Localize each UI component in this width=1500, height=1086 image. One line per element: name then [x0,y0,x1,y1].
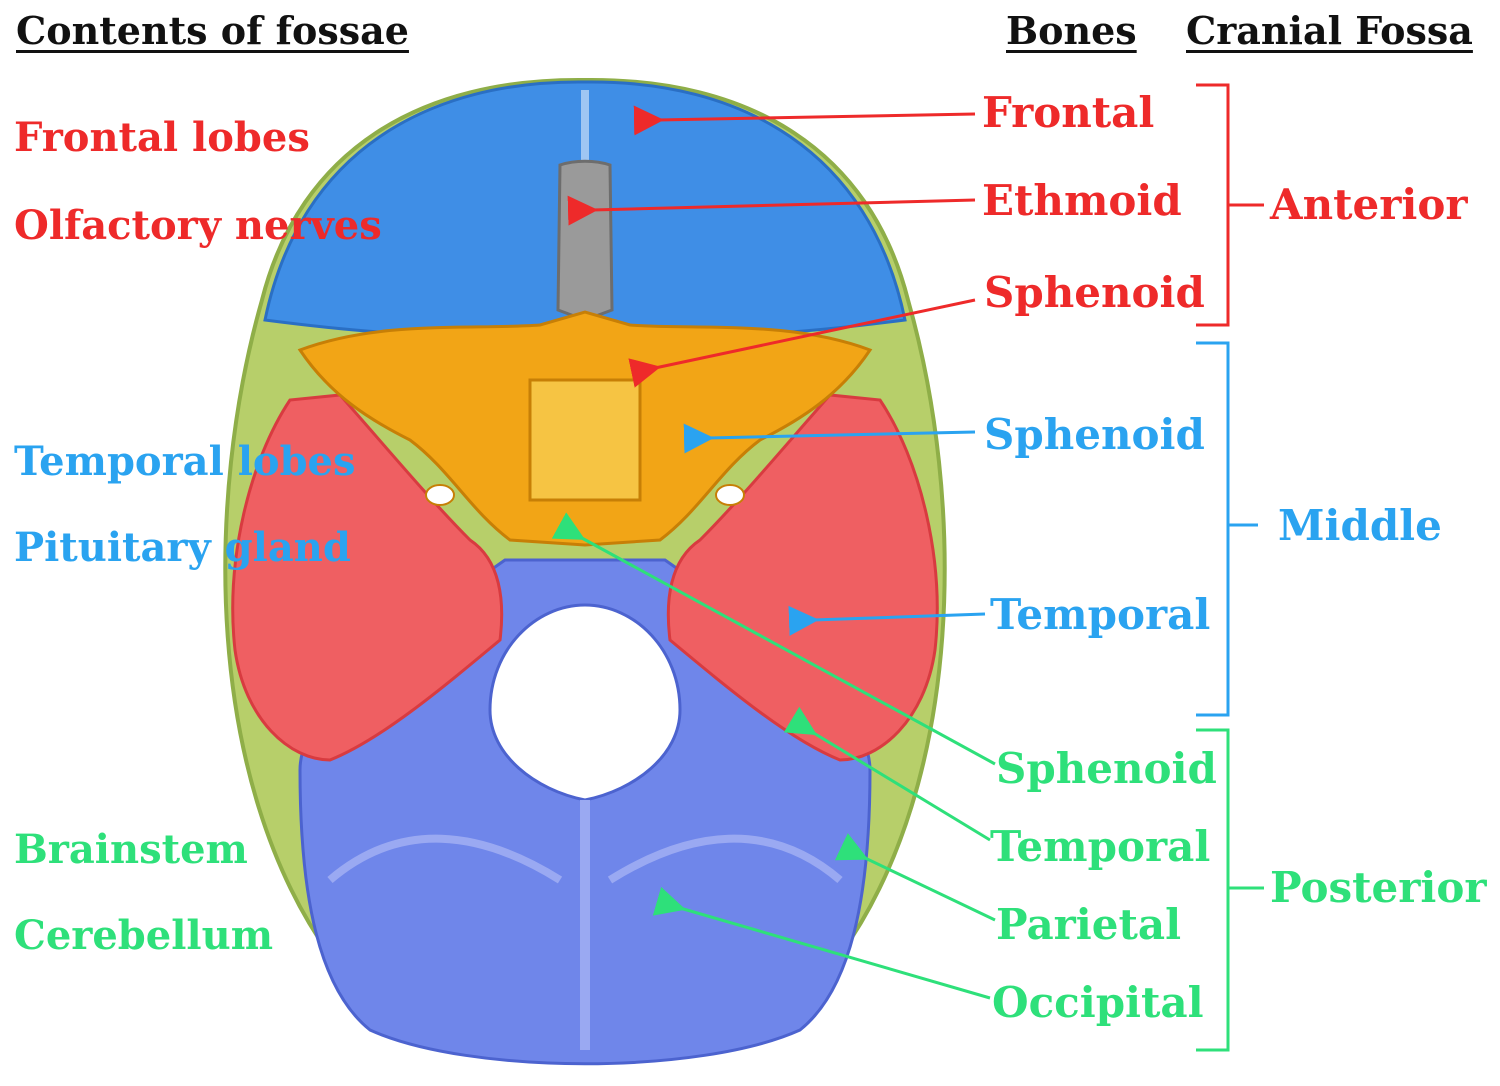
content-olfactory-nerves: Olfactory nerves [14,202,382,249]
pointer-posterior-temporal [783,706,991,842]
bracket-middle [1196,341,1258,717]
pointer-anterior-sphenoid [628,298,976,388]
temporal-bone-left [231,393,504,762]
header-contents: Contents of fossae [16,8,409,53]
pointer-middle-sphenoid [683,423,976,454]
bone-posterior-occipital: Occipital [992,978,1204,1027]
bone-middle-sphenoid: Sphenoid [984,410,1205,459]
pointer-posterior-sphenoid [551,512,996,766]
content-pituitary-gland: Pituitary gland [14,524,351,571]
bracket-posterior [1196,728,1264,1052]
bracket-anterior [1196,83,1264,327]
pointer-anterior-frontal [633,105,976,136]
bone-posterior-sphenoid: Sphenoid [996,744,1217,793]
content-brainstem: Brainstem [14,826,248,873]
content-cerebellum: Cerebellum [14,912,274,959]
occipital-ridge-left [327,834,563,884]
header-cranial-fossa: Cranial Fossa [1186,8,1473,53]
bone-anterior-sphenoid: Sphenoid [984,268,1205,317]
pointer-middle-temporal [788,605,986,636]
pointer-anterior-ethmoid [567,195,976,226]
fossa-posterior: Posterior [1270,863,1487,912]
ethmoid-bone [556,159,614,322]
foramen-left [425,484,455,506]
bone-posterior-temporal: Temporal [990,822,1211,871]
occipital-ridge-right [607,834,843,884]
foramen-right [715,484,745,506]
bone-posterior-parietal: Parietal [996,900,1182,949]
content-temporal-lobes: Temporal lobes [14,438,356,485]
sella-turcica [528,378,642,502]
header-bones: Bones [1006,8,1137,53]
bone-middle-temporal: Temporal [990,590,1211,639]
content-frontal-lobes: Frontal lobes [14,114,310,161]
fossa-middle: Middle [1278,501,1442,550]
bone-anterior-ethmoid: Ethmoid [982,176,1182,225]
pointer-posterior-parietal [834,833,996,922]
fossa-anterior: Anterior [1270,180,1468,229]
bone-anterior-frontal: Frontal [982,88,1155,137]
pointer-posterior-occipital [652,886,991,1000]
